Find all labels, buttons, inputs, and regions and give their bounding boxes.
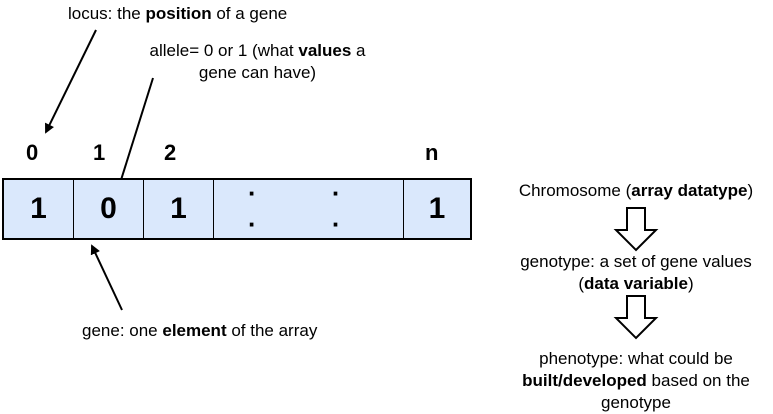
genotype-label-line1: genotype: a set of gene values xyxy=(520,252,752,271)
phenotype-label-suffix: based on the xyxy=(646,371,750,390)
phenotype-label: phenotype: what could be built/developed… xyxy=(486,348,773,414)
chromosome-label-bold: array datatype xyxy=(631,181,748,200)
gene-note-prefix: gene: one xyxy=(82,321,163,340)
genotype-label: genotype: a set of gene values (data var… xyxy=(486,251,773,295)
down-arrow-2 xyxy=(613,295,659,340)
chromosome-array: 1 0 1 · · · · 1 xyxy=(2,178,472,240)
phenotype-label-bold: built/developed xyxy=(522,371,647,390)
gene-note-suffix: of the array xyxy=(226,321,318,340)
gene-cell-1: 0 xyxy=(74,180,144,238)
allele-note-bold: values xyxy=(298,41,352,60)
allele-note: allele= 0 or 1 (what values a gene can h… xyxy=(140,40,375,84)
chromosome-label-suffix: ) xyxy=(747,181,754,200)
locus-note-suffix: of a gene xyxy=(211,4,288,23)
locus-arrow xyxy=(45,29,97,134)
allele-note-line2: gene can have) xyxy=(198,63,317,82)
index-n: n xyxy=(425,140,439,165)
index-2: 2 xyxy=(164,140,177,165)
gene-cell-0: 1 xyxy=(4,180,74,238)
allele-note-suffix: a xyxy=(351,41,366,60)
genotype-label-close: ) xyxy=(687,274,694,293)
chromosome-label-prefix: Chromosome ( xyxy=(518,181,632,200)
locus-note-prefix: locus: the xyxy=(68,4,146,23)
locus-note-bold: position xyxy=(145,4,212,23)
allele-note-prefix: allele= 0 or 1 (what xyxy=(149,41,299,60)
chromosome-label: Chromosome (array datatype) xyxy=(486,180,773,202)
gene-arrow xyxy=(90,244,123,311)
genotype-label-open: ( xyxy=(578,274,585,293)
allele-arrow xyxy=(113,77,154,198)
gene-note: gene: one element of the array xyxy=(82,320,317,342)
locus-note: locus: the position of a gene xyxy=(68,3,287,25)
ellipsis-cell: · · · · xyxy=(214,178,404,239)
genotype-label-bold: data variable xyxy=(584,274,688,293)
gene-note-bold: element xyxy=(162,321,227,340)
index-1: 1 xyxy=(93,140,106,165)
phenotype-label-line3: genotype xyxy=(601,393,671,412)
phenotype-label-line1: phenotype: what could be xyxy=(539,349,733,368)
index-0: 0 xyxy=(26,140,39,165)
gene-cell-2: 1 xyxy=(144,180,214,238)
down-arrow-1 xyxy=(613,207,659,252)
gene-cell-n: 1 xyxy=(428,192,446,225)
